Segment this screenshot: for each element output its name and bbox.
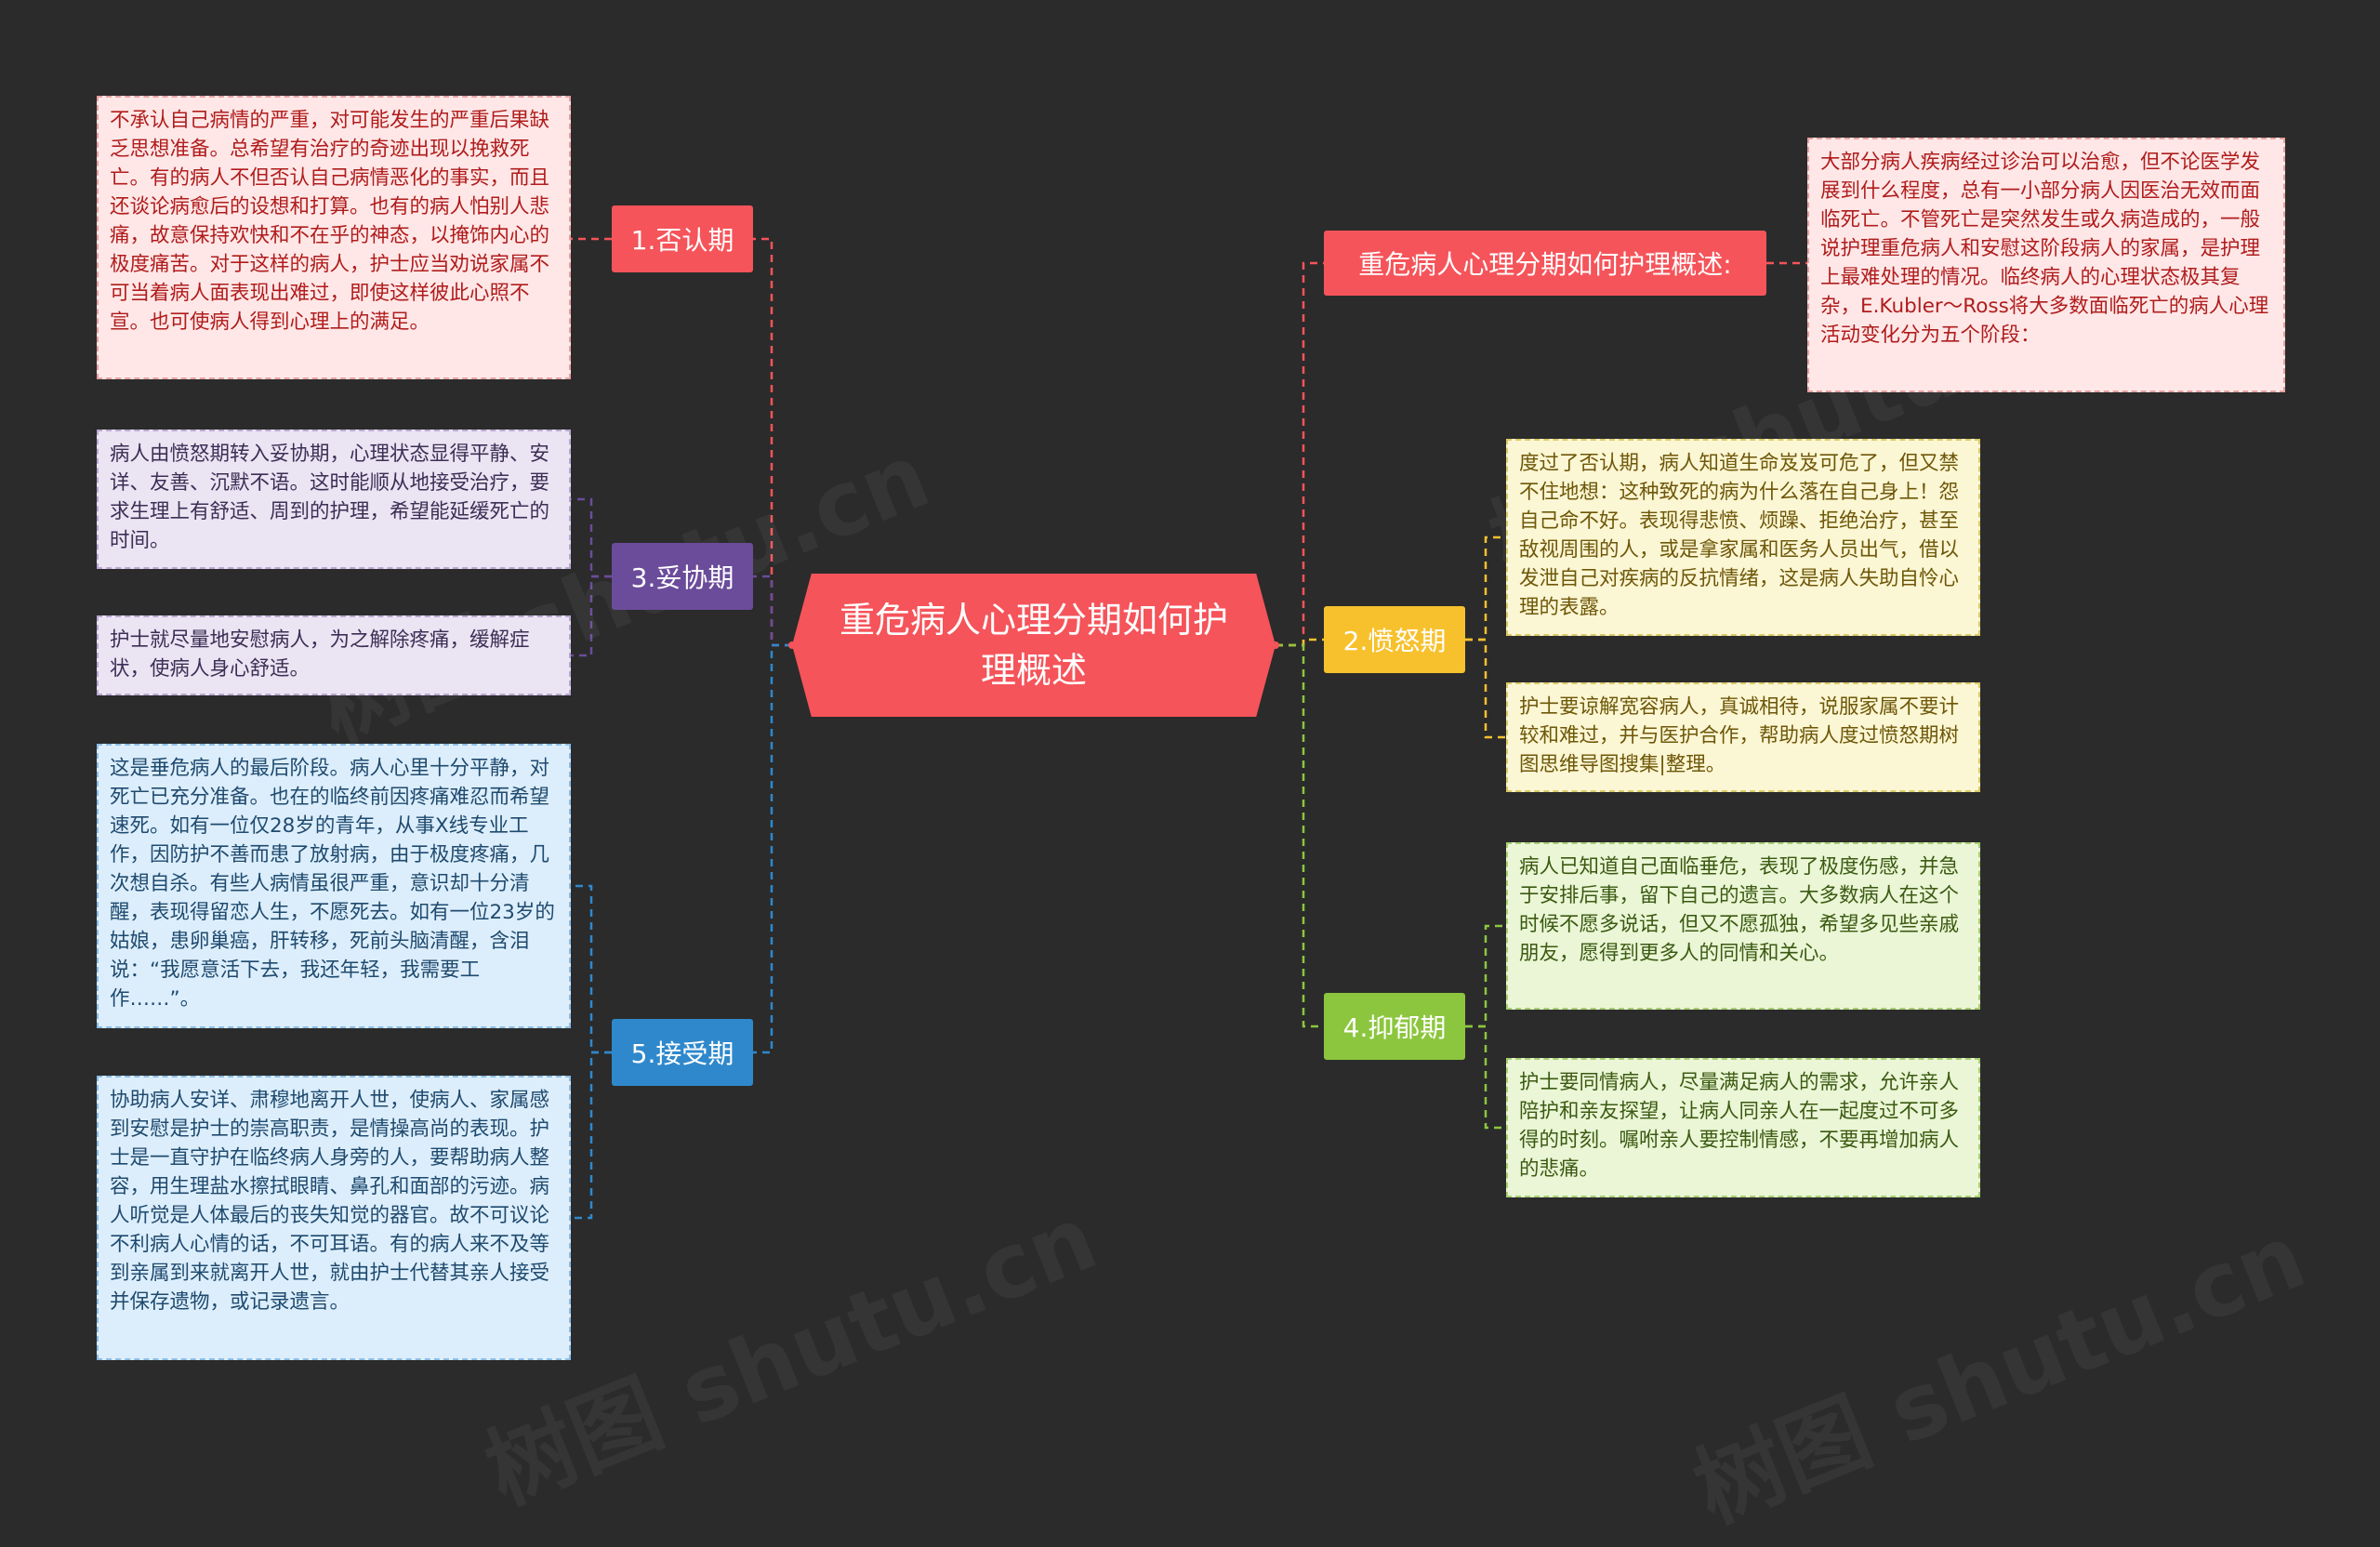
link-center-overview [1276,261,1324,647]
stage-acceptance-note-1: 这是垂危病人的最后阶段。病人心里十分平静，对死亡已充分准备。也在的临终前因疼痛难… [97,744,571,1028]
stage-anger-note-1: 度过了否认期，病人知道生命岌岌可危了，但又禁不住地想：这种致死的病为什么落在自己… [1506,439,1980,636]
overview-label: 重危病人心理分期如何护理概述: [1358,249,1732,280]
stage-bargaining-label: 3.妥协期 [630,562,734,593]
link-acceptance-note-2 [571,1051,612,1220]
link-center-bargaining [753,575,792,647]
stage-bargaining-note-2: 护士就尽量地安慰病人，为之解除疼痛，缓解症状，使病人身心舒适。 [97,615,571,695]
stage-anger-node[interactable]: 2.愤怒期 [1324,606,1465,673]
stage-bargaining-node[interactable]: 3.妥协期 [612,543,753,610]
central-topic-label: 重危病人心理分期如何护理概述 [839,600,1228,691]
link-anger-note-2 [1465,638,1506,739]
stage-depression-label: 4.抑郁期 [1342,1012,1447,1043]
stage-anger-note-2: 护士要谅解宽容病人，真诚相待，说服家属不要计较和难过，并与医护合作，帮助病人度过… [1506,682,1980,792]
stage-depression-note-1: 病人已知道自己面临垂危，表现了极度伤感，并急于安排后事，留下自己的遗言。大多数病… [1506,842,1980,1010]
link-bargaining-note-1 [571,497,612,578]
stage-denial-node[interactable]: 1.否认期 [612,205,753,272]
stage-acceptance-node[interactable]: 5.接受期 [612,1019,753,1086]
stage-acceptance-label: 5.接受期 [630,1038,734,1069]
link-acceptance-note-1 [571,884,612,1054]
overview-node[interactable]: 重危病人心理分期如何护理概述: [1324,231,1766,296]
stage-denial-label: 1.否认期 [630,225,734,256]
link-center-depression [1276,643,1324,1028]
link-depression-note-1 [1465,924,1506,1028]
stage-depression-node[interactable]: 4.抑郁期 [1324,993,1465,1060]
link-center-denial [753,237,792,647]
stage-anger-label: 2.愤怒期 [1342,626,1447,656]
link-anger-note-1 [1465,536,1506,641]
link-depression-note-2 [1465,1025,1506,1130]
link-bargaining-note-2 [571,575,612,657]
stage-bargaining-note-1: 病人由愤怒期转入妥协期，心理状态显得平静、安详、友善、沉默不语。这时能顺从地接受… [97,430,571,569]
stage-depression-note-2: 护士要同情病人，尽量满足病人的需求，允许亲人陪护和亲友探望，让病人同亲人在一起度… [1506,1058,1980,1197]
central-topic[interactable]: 重危病人心理分期如何护理概述 [792,574,1276,717]
stage-acceptance-note-2: 协助病人安详、肃穆地离开人世，使病人、家属感到安慰是护士的崇高职责，是情操高尚的… [97,1076,571,1360]
stage-denial-note: 不承认自己病情的严重，对可能发生的严重后果缺乏思想准备。总希望有治疗的奇迹出现以… [97,96,571,379]
link-center-acceptance [753,643,792,1054]
overview-note: 大部分病人疾病经过诊治可以治愈，但不论医学发展到什么程度，总有一小部分病人因医治… [1807,138,2285,392]
